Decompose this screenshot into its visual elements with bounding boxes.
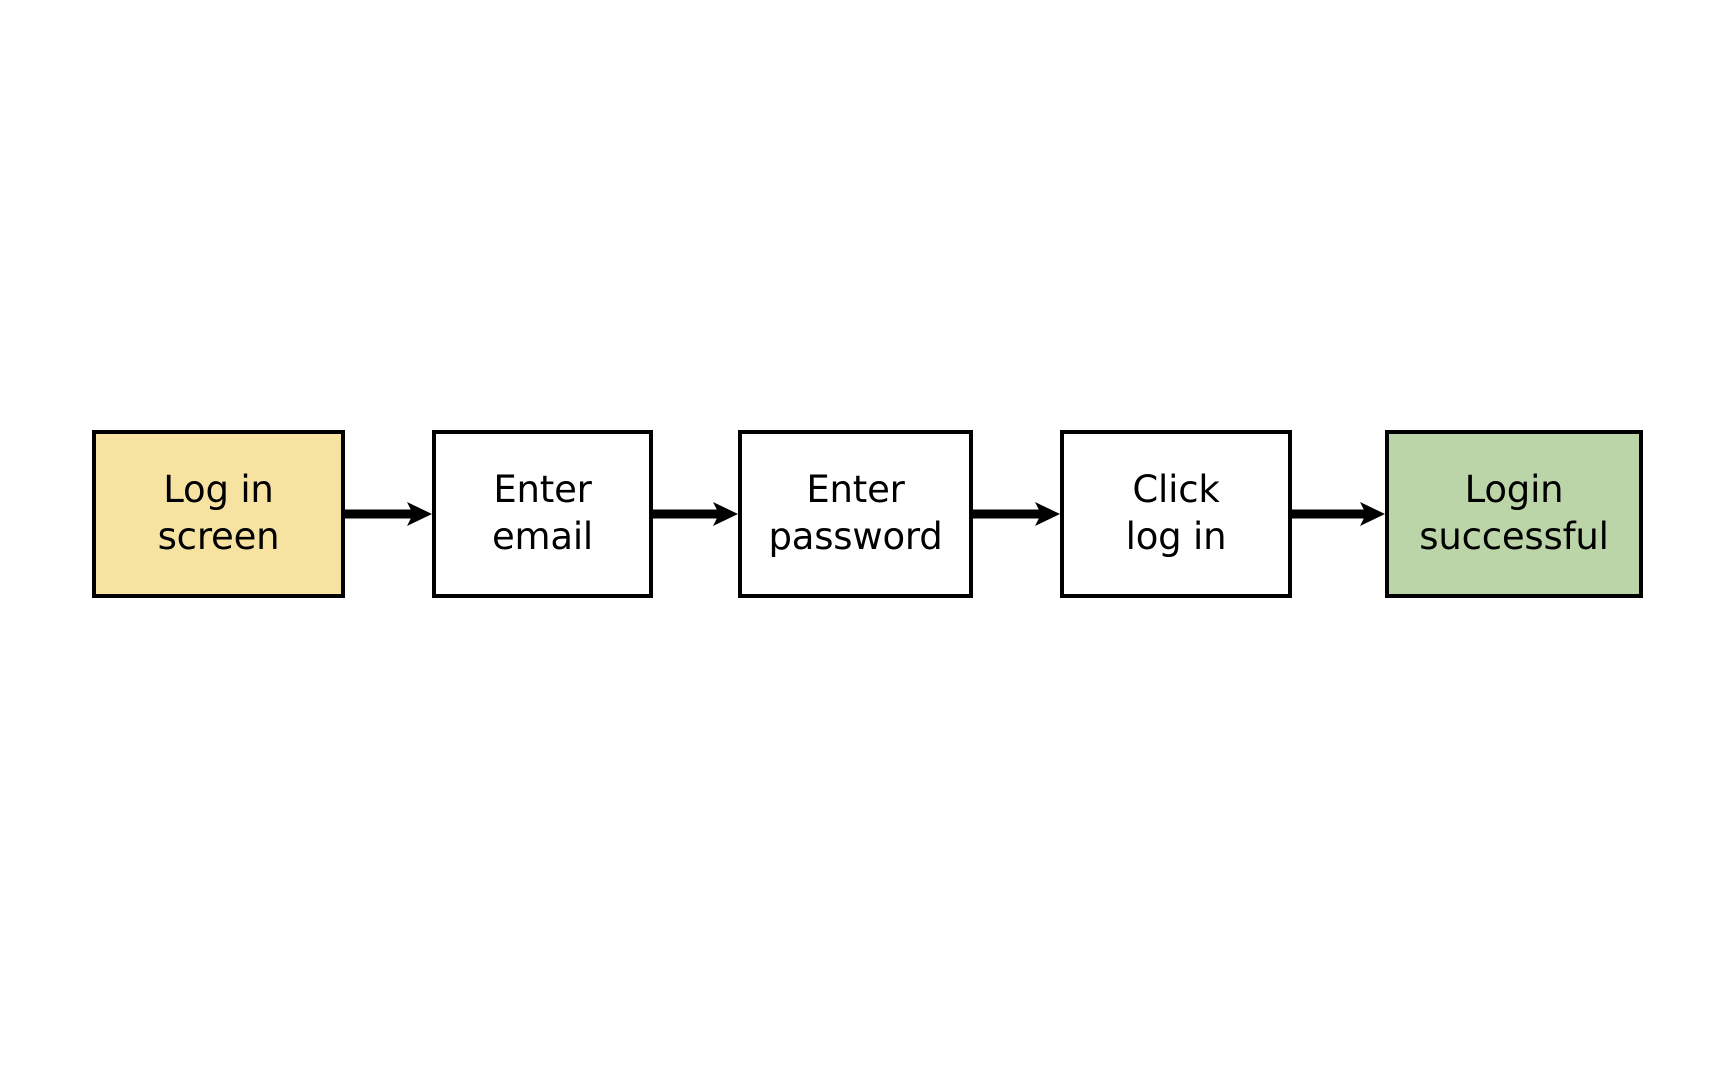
flowchart: Log in screen Enter email Enter password <box>92 430 1643 598</box>
flow-node-label: Enter email <box>491 468 594 558</box>
flow-node-label: Enter password <box>768 468 943 558</box>
flow-node-login-successful[interactable]: Login successful <box>1385 430 1643 598</box>
flow-edge-1 <box>345 430 432 598</box>
flow-node-label: Login successful <box>1419 468 1609 558</box>
arrow-right-icon <box>345 502 432 526</box>
flow-edge-2 <box>653 430 738 598</box>
flow-edge-3 <box>973 430 1060 598</box>
arrow-right-icon <box>1292 502 1385 526</box>
flow-node-label: Log in screen <box>157 468 280 558</box>
flow-node-login-screen[interactable]: Log in screen <box>92 430 345 598</box>
flow-node-enter-password[interactable]: Enter password <box>738 430 973 598</box>
arrow-right-icon <box>973 502 1060 526</box>
flow-node-click-log-in[interactable]: Click log in <box>1060 430 1292 598</box>
arrow-right-icon <box>653 502 738 526</box>
flow-edge-4 <box>1292 430 1385 598</box>
flow-node-enter-email[interactable]: Enter email <box>432 430 653 598</box>
flow-node-label: Click log in <box>1125 468 1227 558</box>
